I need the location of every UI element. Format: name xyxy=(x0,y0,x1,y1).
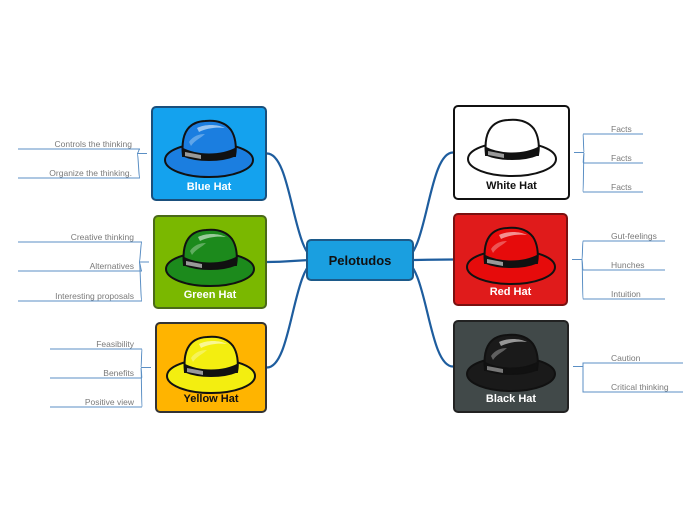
topic-black-hat-label: Black Hat xyxy=(485,393,537,405)
central-topic-label: Pelotudos xyxy=(328,252,392,268)
topic-blue-hat[interactable]: Blue Hat xyxy=(151,106,267,201)
blue-hat-icon xyxy=(163,116,255,185)
subtopic-blue-1[interactable]: Organize the thinking. xyxy=(49,168,132,178)
yellow-hat-icon xyxy=(165,332,257,401)
subtopic-red-1[interactable]: Hunches xyxy=(611,260,645,270)
topic-red-hat[interactable]: Red Hat xyxy=(453,213,568,306)
topic-white-hat[interactable]: White Hat xyxy=(453,105,570,200)
topic-red-hat-label: Red Hat xyxy=(489,286,532,298)
leaf-line-black-1 xyxy=(582,366,683,393)
leaf-line-yellow-0 xyxy=(50,348,143,368)
topic-green-hat-label: Green Hat xyxy=(183,289,237,301)
subtopic-white-1[interactable]: Facts xyxy=(611,153,632,163)
subtopic-green-0[interactable]: Creative thinking xyxy=(70,232,134,242)
subtopic-green-1[interactable]: Alternatives xyxy=(89,261,134,271)
subtopic-white-0[interactable]: Facts xyxy=(611,124,632,134)
leaf-line-blue-0 xyxy=(18,148,141,154)
white-hat-icon xyxy=(466,115,558,184)
leaf-line-blue-1 xyxy=(18,153,141,179)
topic-yellow-hat[interactable]: Yellow Hat xyxy=(155,322,267,413)
subtopic-white-2[interactable]: Facts xyxy=(611,182,632,192)
central-topic[interactable]: Pelotudos xyxy=(306,239,414,281)
leaf-line-red-0 xyxy=(581,240,665,260)
topic-green-hat[interactable]: Green Hat xyxy=(153,215,267,309)
subtopic-green-2[interactable]: Interesting proposals xyxy=(55,291,134,301)
leaf-line-yellow-2 xyxy=(50,367,143,408)
subtopic-black-1[interactable]: Critical thinking xyxy=(611,382,669,392)
leaf-line-white-0 xyxy=(582,133,643,153)
leaf-line-red-2 xyxy=(581,259,665,300)
leaf-line-green-2 xyxy=(18,261,143,302)
leaf-line-black-0 xyxy=(582,362,683,367)
leaf-line-white-2 xyxy=(582,152,643,193)
subtopic-red-2[interactable]: Intuition xyxy=(611,289,641,299)
subtopic-red-0[interactable]: Gut-feelings xyxy=(611,231,657,241)
topic-white-hat-label: White Hat xyxy=(486,180,537,192)
topic-black-hat[interactable]: Black Hat xyxy=(453,320,569,413)
subtopic-yellow-0[interactable]: Feasibility xyxy=(96,339,134,349)
leaf-line-green-0 xyxy=(18,241,143,263)
green-hat-icon xyxy=(164,225,256,294)
black-hat-icon xyxy=(465,330,557,399)
topic-yellow-hat-label: Yellow Hat xyxy=(183,393,239,405)
subtopic-black-0[interactable]: Caution xyxy=(611,353,641,363)
red-hat-icon xyxy=(465,223,557,292)
subtopic-blue-0[interactable]: Controls the thinking xyxy=(54,139,133,149)
subtopic-yellow-1[interactable]: Benefits xyxy=(103,368,134,378)
subtopic-yellow-2[interactable]: Positive view xyxy=(84,397,134,407)
topic-blue-hat-label: Blue Hat xyxy=(186,181,232,193)
